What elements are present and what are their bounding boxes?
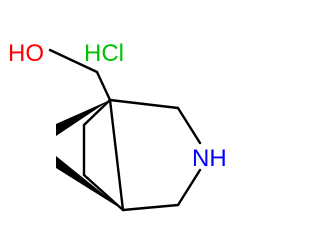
bond-layer xyxy=(48,48,202,212)
hydroxyl-label: HO xyxy=(8,40,44,67)
bond-left-chain-top xyxy=(82,98,112,127)
bond-bridge-right-down xyxy=(108,98,125,212)
bond-methylene-to-bridge xyxy=(95,70,112,102)
wedge-bond-bottom xyxy=(56,156,123,210)
bond-ring-carbon-to-nitrogen xyxy=(176,106,202,145)
wedge-bond-top xyxy=(56,100,110,136)
bond-oh-to-methylene xyxy=(48,48,99,74)
bond-ring-carbon-to-junction xyxy=(121,203,180,212)
structure-drawing: HO HCl NH xyxy=(8,40,227,212)
amine-label: NH xyxy=(192,145,227,172)
bond-nitrogen-to-ring-carbon xyxy=(176,168,202,207)
structure-canvas: HO HCl NH xyxy=(8,40,227,212)
hydrochloride-label: HCl xyxy=(84,40,124,67)
bond-left-chain-bottom xyxy=(82,173,125,212)
bond-bridge-to-ring-carbon xyxy=(108,98,180,110)
